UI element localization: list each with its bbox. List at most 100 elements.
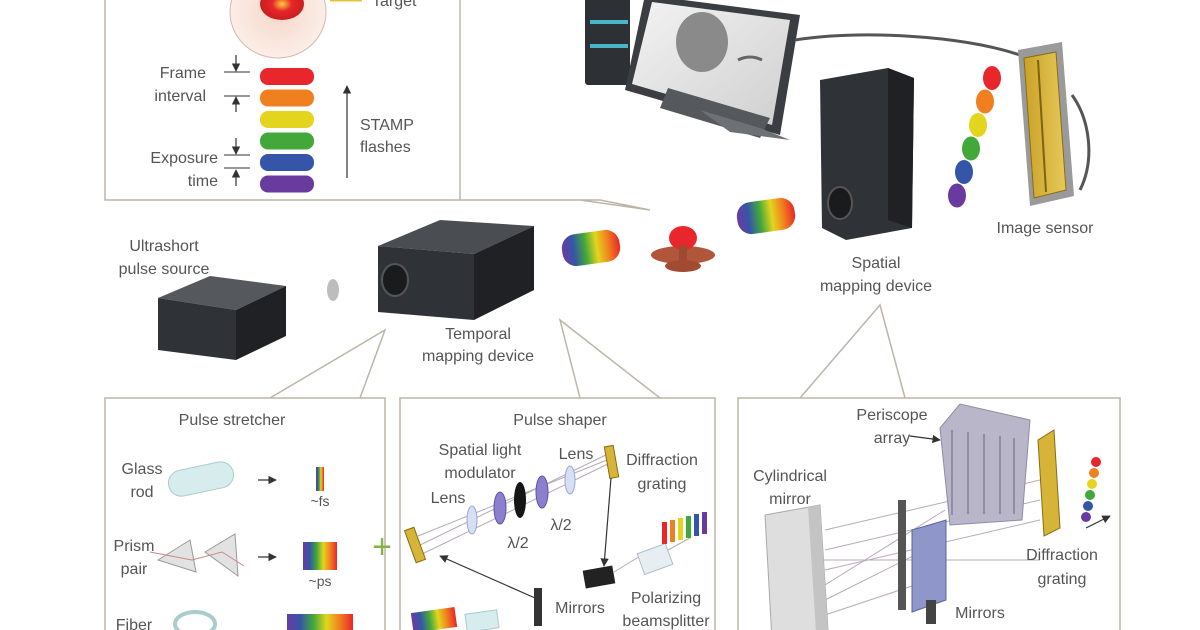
polarizing-label-2: beamsplitter [622, 613, 710, 630]
stamp-flash-stack [260, 68, 314, 193]
polarizing-beamsplitter-icon [636, 542, 674, 576]
spatial-diffraction-label-2: grating [1038, 571, 1087, 588]
left-grating [403, 526, 427, 564]
frame-interval-label-2: interval [154, 88, 206, 105]
shaped-pulse-5 [694, 514, 699, 536]
sorted-flashes [948, 66, 1001, 208]
grating-flash-1 [1091, 457, 1101, 467]
shaper-mirrors-label: Mirrors [555, 600, 605, 617]
image-sensor [1018, 42, 1074, 206]
shaped-pulse-6 [702, 512, 707, 534]
glass-rod-icon [167, 461, 235, 497]
spatial-mirrors-icon [898, 500, 947, 624]
diffraction-label-1: Diffraction [626, 452, 698, 469]
plus-icon: + [372, 528, 392, 566]
fiber-label: Fiber [116, 617, 153, 630]
stamp-flash-4 [260, 132, 314, 150]
cylindrical-label-2: mirror [769, 491, 811, 508]
stretcher-title: Pulse stretcher [179, 412, 286, 429]
spatial-label-2: mapping device [820, 278, 932, 295]
frame-interval-label-1: Frame [160, 65, 206, 82]
right-lens [564, 465, 576, 495]
stamp-flashes-label-1: STAMP [360, 117, 414, 134]
diffraction-grating-icon [1037, 429, 1061, 537]
shaped-pulse-2 [670, 520, 675, 542]
grating-flash-6 [1081, 512, 1091, 522]
pulse-shaper-panel: Pulse shaper Spatial light modulator Len… [399, 397, 716, 630]
stamp-flash-3 [260, 111, 314, 128]
lens-left-label: Lens [431, 490, 466, 507]
spatial-callout [799, 303, 906, 399]
stamp-flashes-label-2: flashes [360, 139, 411, 156]
mirrors-icon [534, 588, 542, 626]
half-wave-1-label: λ/2 [507, 535, 528, 552]
target-object-icon [651, 226, 715, 272]
shaped-pulse-train [662, 512, 707, 544]
mirror-block [582, 565, 616, 589]
spatial-diffraction-label-1: Diffraction [1026, 547, 1098, 564]
stretcher-callout [269, 328, 387, 399]
pulse-after-target [736, 197, 796, 235]
ps-label: ~ps [309, 573, 332, 589]
monitor-icon [585, 0, 800, 140]
shaper-title: Pulse shaper [513, 412, 607, 429]
temporal-mapping-device [378, 220, 534, 320]
polarizing-label-1: Polarizing [631, 590, 701, 607]
half-wave-2-label: λ/2 [550, 517, 571, 534]
periscope-label-2: array [874, 430, 910, 447]
sorted-flash-6 [948, 183, 966, 208]
exposure-time-label-2: time [188, 173, 218, 190]
target-label: Target [372, 0, 417, 10]
glass-rod-label-1: Glass [122, 461, 163, 478]
shaped-pulse-4 [686, 516, 691, 538]
half-wave-1 [493, 491, 507, 525]
sorted-flash-5 [955, 160, 973, 184]
pulse-stretcher-panel: Pulse stretcher Glass rod ~fs Prism pair… [104, 397, 386, 630]
lens-right-label: Lens [559, 446, 594, 463]
sorted-flash-1 [983, 66, 1001, 90]
left-lens [466, 505, 478, 535]
beam-spot [327, 279, 339, 301]
spatial-mapping-device [820, 68, 914, 240]
slm-label-2: modulator [444, 465, 516, 482]
shaped-pulse-3 [678, 518, 683, 540]
spatial-light-modulator [514, 482, 526, 518]
stamp-flash-6 [260, 175, 314, 193]
ps-pulse [303, 542, 337, 570]
half-wave-2 [535, 475, 549, 509]
shaper-callout [558, 318, 661, 399]
input-pulse [410, 607, 458, 630]
grating-flash-3 [1087, 479, 1097, 489]
right-grating [603, 444, 620, 480]
glass-rod-label-2: rod [130, 484, 153, 501]
ultrashort-label-2: pulse source [119, 261, 210, 278]
pulse-after-temporal [561, 229, 621, 267]
diffraction-label-2: grating [638, 476, 687, 493]
sorted-flash-4 [962, 136, 980, 161]
fs-pulse [316, 467, 324, 491]
grating-flash-4 [1085, 490, 1095, 500]
prism-pair-icon [149, 533, 245, 578]
shaped-pulse-1 [662, 522, 667, 544]
temporal-label-2: mapping device [422, 348, 534, 365]
target-icon [229, 0, 327, 59]
ultrashort-pulse-source [158, 276, 286, 360]
monitor-cable [794, 33, 1021, 57]
spatial-mirrors-label: Mirrors [955, 605, 1005, 622]
fiber-pulse [287, 614, 353, 630]
apple-icon [676, 12, 728, 72]
spatial-label-1: Spatial [852, 255, 901, 272]
slm-label-1: Spatial light [439, 442, 522, 459]
fiber-coil-icon [173, 610, 217, 630]
stamp-flash-2 [260, 89, 314, 107]
grating-flash-5 [1083, 501, 1093, 511]
exposure-time-label-1: Exposure [150, 150, 218, 167]
exposure-time-marker [224, 138, 250, 186]
stamp-concept-panel: Target Frame interval Exposure time STAM… [104, 0, 651, 211]
cylindrical-mirror-icon [764, 504, 829, 630]
periscope-array-icon [939, 403, 1031, 526]
grating-flash-2 [1089, 468, 1099, 478]
sensor-cable [1070, 94, 1091, 191]
sorted-flash-2 [976, 89, 994, 114]
